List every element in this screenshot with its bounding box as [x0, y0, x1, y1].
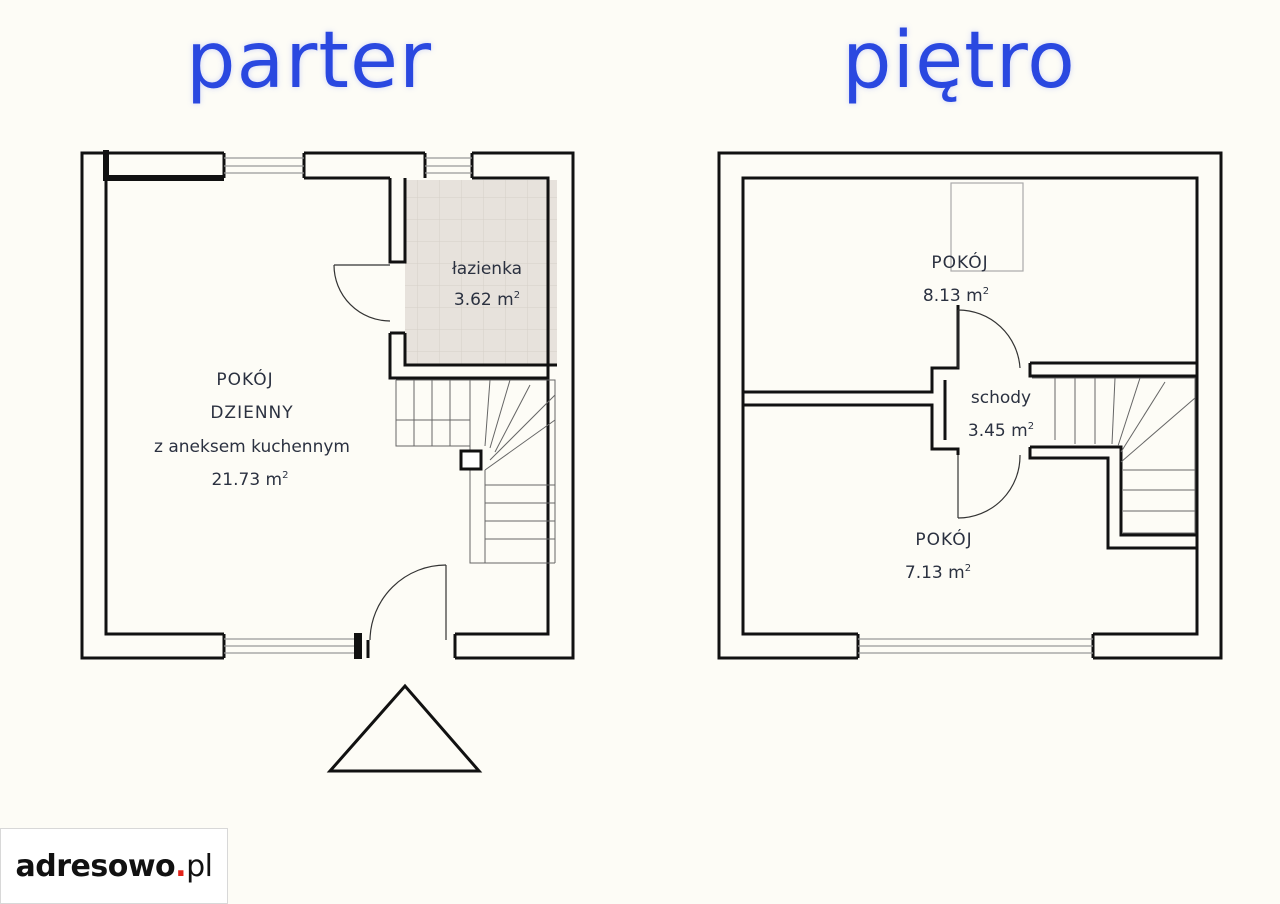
chimney: [459, 449, 483, 471]
logo-dot: .: [175, 848, 187, 884]
upper-floor-title: piętro: [842, 16, 1076, 106]
upper-door-top[interactable]: [957, 309, 1021, 369]
ground-stairs: [395, 379, 556, 564]
upper-room-top-label: POKÓJ: [931, 251, 988, 273]
bathroom-area: 3.62 m2: [454, 290, 520, 310]
living-room-label-2: DZIENNY: [210, 403, 293, 423]
upper-stairs: [1032, 377, 1196, 534]
ground-floor-plan: POKÓJ DZIENNY z aneksem kuchennym 21.73 …: [80, 150, 575, 773]
logo-brand: adresowo: [15, 848, 176, 884]
ground-floor-title: parter: [186, 16, 433, 106]
entrance-arrow: [326, 683, 483, 773]
adresowo-logo[interactable]: adresowo.pl: [0, 828, 228, 904]
ground-outer-walls: [80, 151, 575, 660]
living-room-label-1: POKÓJ: [216, 368, 273, 390]
entrance-door-frame: [354, 633, 362, 659]
living-room-label-3: z aneksem kuchennym: [154, 437, 350, 457]
ground-windows: [224, 157, 472, 654]
skylight: [950, 182, 1024, 272]
bathroom-label: łazienka: [452, 259, 522, 279]
upper-room-bottom-label: POKÓJ: [915, 528, 972, 550]
upper-window: [858, 638, 1093, 654]
logo-tld: pl: [186, 848, 213, 884]
upper-room-top-area: 8.13 m2: [923, 286, 989, 306]
bathroom-door[interactable]: [333, 264, 391, 322]
upper-door-bottom[interactable]: [957, 454, 1021, 519]
bathroom-tiles: [405, 180, 557, 365]
entrance-door[interactable]: [369, 564, 447, 641]
bathroom-walls: [388, 178, 557, 380]
living-room-area: 21.73 m2: [211, 470, 288, 490]
upper-floor-plan: POKÓJ 8.13 m2 schody 3.45 m2 POKÓJ 7.13 …: [717, 151, 1223, 660]
upper-room-bottom-area: 7.13 m2: [905, 563, 971, 583]
stairs-area: 3.45 m2: [968, 421, 1034, 441]
stairs-label: schody: [971, 388, 1031, 408]
